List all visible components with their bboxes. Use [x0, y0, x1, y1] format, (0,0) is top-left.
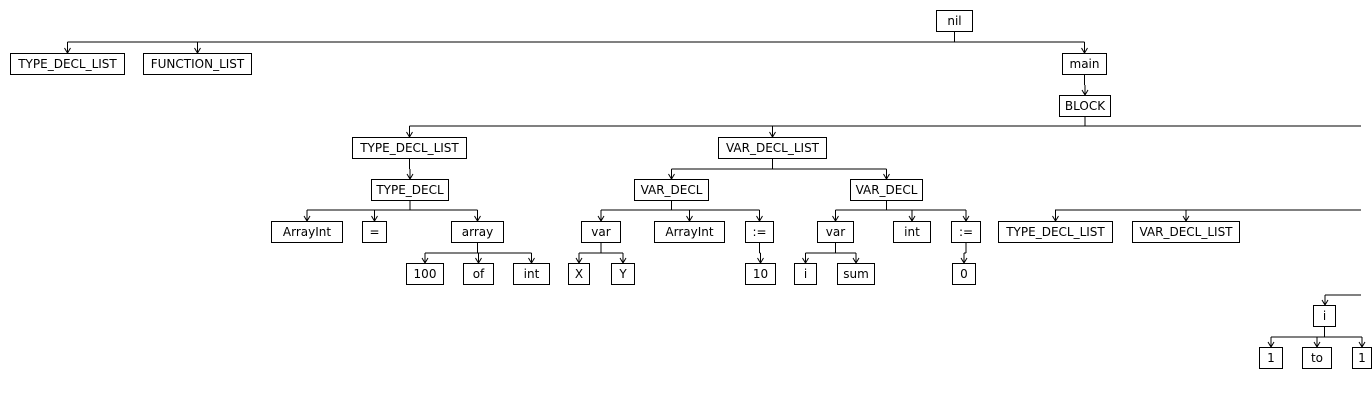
tree-node-var2: var	[817, 221, 854, 243]
tree-node-int1: int	[513, 263, 550, 285]
tree-node-tdl1: TYPE_DECL_LIST	[10, 53, 125, 75]
tree-node-main: main	[1062, 53, 1107, 75]
tree-node-cut: 1	[1352, 347, 1372, 369]
tree-node-n0: 0	[952, 263, 976, 285]
tree-node-vdl1: VAR_DECL_LIST	[718, 137, 827, 159]
tree-node-n1: 1	[1259, 347, 1283, 369]
tree-node-block: BLOCK	[1059, 95, 1111, 117]
tree-node-sum: sum	[837, 263, 875, 285]
tree-node-x: X	[568, 263, 590, 285]
tree-node-y: Y	[611, 263, 635, 285]
tree-node-assign1: :=	[745, 221, 774, 243]
tree-node-nil: nil	[936, 10, 973, 32]
tree-node-n10: 10	[745, 263, 776, 285]
tree-node-arrayint1: ArrayInt	[271, 221, 343, 243]
tree-node-of: of	[463, 263, 494, 285]
tree-node-tdl2: TYPE_DECL_LIST	[352, 137, 467, 159]
tree-node-tdl3: TYPE_DECL_LIST	[998, 221, 1113, 243]
tree-node-arrayint2: ArrayInt	[654, 221, 725, 243]
tree-node-var1: var	[581, 221, 621, 243]
tree-node-td: TYPE_DECL	[371, 179, 449, 201]
tree-node-n100: 100	[406, 263, 444, 285]
tree-node-array: array	[451, 221, 504, 243]
tree-node-i1: i	[794, 263, 817, 285]
tree-node-vd1: VAR_DECL	[634, 179, 709, 201]
tree-node-vd2: VAR_DECL	[850, 179, 923, 201]
tree-node-assign2: :=	[951, 221, 981, 243]
tree-node-int2: int	[893, 221, 931, 243]
tree-node-to: to	[1302, 347, 1332, 369]
tree-node-eq: =	[362, 221, 387, 243]
tree-node-fl: FUNCTION_LIST	[143, 53, 252, 75]
tree-node-vdl2: VAR_DECL_LIST	[1132, 221, 1240, 243]
tree-node-i2: i	[1313, 305, 1336, 327]
